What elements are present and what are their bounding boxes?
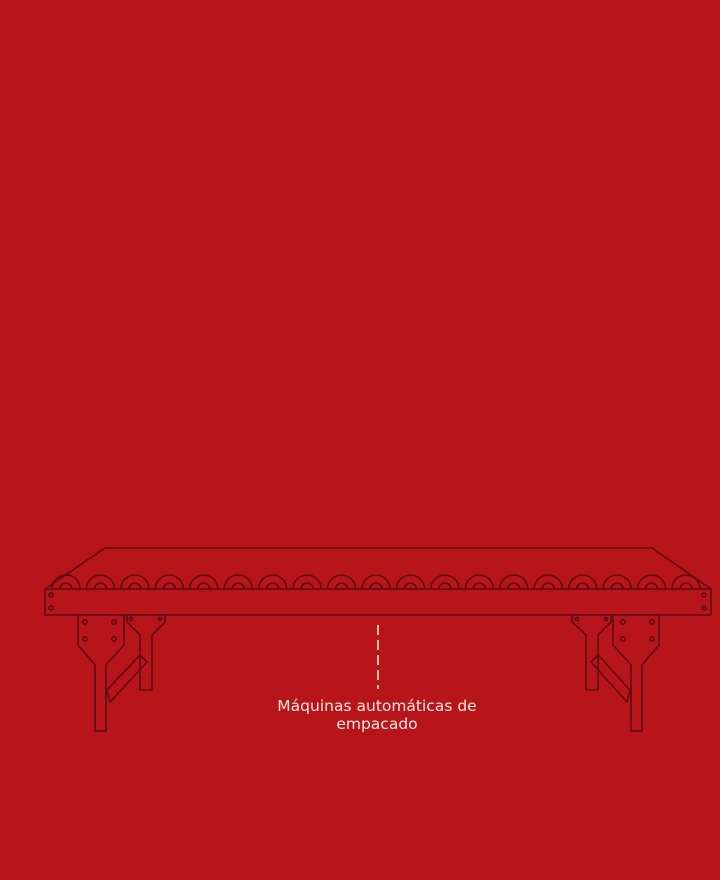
roller-axle — [610, 582, 624, 590]
rail-bolt — [701, 592, 707, 598]
roller — [120, 574, 150, 590]
roller-axle — [196, 582, 211, 590]
leg-bolt — [111, 618, 118, 625]
roller-axle — [679, 582, 693, 590]
rail-bolt — [48, 605, 54, 611]
roller — [292, 574, 322, 590]
roller — [671, 574, 701, 590]
roller — [257, 574, 288, 590]
roller-axle — [93, 582, 108, 590]
roller-axle — [300, 582, 314, 590]
roller-axle — [128, 582, 142, 590]
leg-bolt — [157, 616, 163, 622]
roller — [498, 574, 529, 590]
leg-bolt — [111, 635, 118, 642]
roller-axle — [438, 582, 452, 590]
roller-axle — [265, 582, 280, 590]
leg-bolt — [128, 616, 134, 622]
leg-bolt — [82, 635, 89, 642]
callout-dashed-line — [377, 625, 379, 689]
roller-axle — [644, 582, 659, 590]
leg-bolt — [619, 635, 626, 642]
roller-axle — [334, 582, 349, 590]
roller — [188, 574, 219, 590]
roller-axle — [506, 582, 521, 590]
right-front-leg — [612, 614, 660, 732]
leg-bolt — [574, 616, 580, 622]
roller — [464, 574, 495, 590]
rail-bolt — [701, 605, 707, 611]
roller — [602, 574, 632, 590]
right-rear-leg — [571, 614, 612, 691]
right-leg-assembly — [571, 614, 660, 732]
roller — [430, 574, 460, 590]
roller — [326, 574, 357, 590]
roller — [223, 574, 254, 590]
roller-axle — [472, 582, 487, 590]
conveyor-rollers — [51, 574, 701, 590]
roller — [395, 574, 426, 590]
conveyor-side-rail — [44, 588, 712, 616]
rail-bolt — [48, 592, 54, 598]
roller-axle — [541, 582, 556, 590]
roller — [154, 574, 185, 590]
roller — [51, 574, 81, 590]
roller-axle — [403, 582, 418, 590]
roller — [533, 574, 564, 590]
leg-bolt — [648, 635, 655, 642]
leg-bolt — [82, 618, 89, 625]
leg-bolt — [648, 618, 655, 625]
roller-axle — [575, 582, 590, 590]
roller-axle — [369, 582, 383, 590]
roller — [85, 574, 116, 590]
left-brace — [106, 654, 148, 703]
roller — [361, 574, 391, 590]
roller — [636, 574, 667, 590]
leg-bolt — [619, 618, 626, 625]
roller — [567, 574, 598, 590]
leg-bolt — [603, 616, 609, 622]
roller-axle — [59, 582, 73, 590]
left-front-leg — [77, 614, 125, 732]
conveyor-deck-outline — [44, 547, 712, 590]
right-brace — [590, 654, 631, 703]
roller-axle — [162, 582, 177, 590]
left-rear-leg — [126, 614, 166, 691]
callout-label: Máquinas automáticas de empacado — [277, 697, 477, 733]
left-leg-assembly — [77, 614, 166, 732]
roller-axle — [231, 582, 246, 590]
